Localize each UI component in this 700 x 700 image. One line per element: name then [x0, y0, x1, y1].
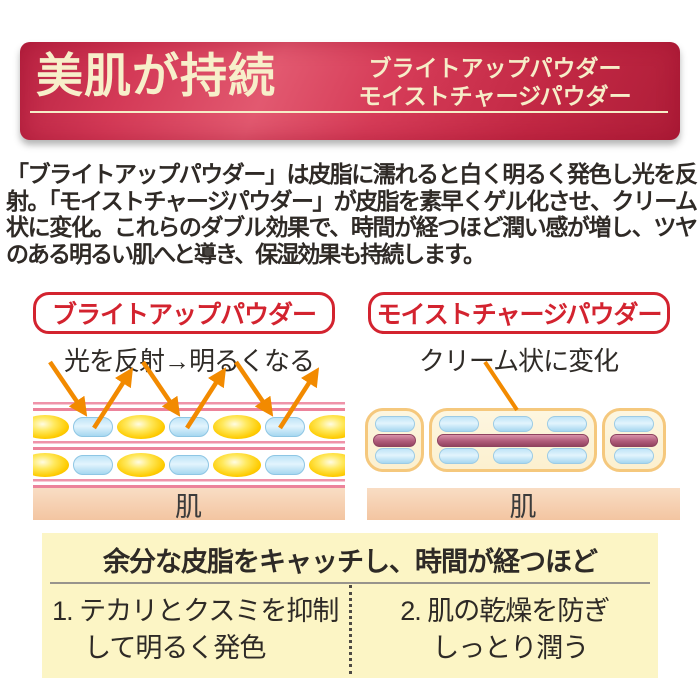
- banner-product-names: ブライトアップパウダー モイストチャージパウダー: [320, 55, 670, 111]
- moist-powder-particle-icon: [547, 416, 587, 432]
- right-diagram-caption: クリーム状に変化: [418, 346, 619, 376]
- moist-powder-particle-icon: [614, 448, 654, 464]
- bright-powder-particle-icon: [73, 455, 113, 475]
- sebum-particle-icon: [213, 415, 261, 439]
- sebum-particle-icon: [117, 415, 165, 439]
- sebum-particle-icon: [33, 453, 69, 477]
- left-diagram-caption: 光を反射→明るくなる: [63, 346, 315, 376]
- bright-up-powder-label: ブライトアップパウダー: [33, 292, 335, 334]
- summary-heading: 余分な皮脂をキャッチし、時間が経つほど: [103, 547, 598, 577]
- powder-row-top: [33, 414, 345, 440]
- banner-underline: [30, 111, 668, 113]
- summary-point-2: 2. 肌の乾燥を防ぎ しっとり潤う: [348, 585, 659, 674]
- skin-label: 肌: [509, 491, 538, 521]
- point1-line2: して明るく発色: [84, 632, 266, 663]
- gel-capsule: [429, 408, 597, 472]
- summary-columns: 1. テカリとクスミを抑制 して明るく発色 2. 肌の乾燥を防ぎ しっとり潤う: [42, 585, 658, 674]
- right-skin-diagram: 肌: [365, 400, 680, 520]
- gel-capsule: [365, 408, 424, 472]
- sebum-particle-icon: [309, 453, 345, 477]
- skin-stripe-layer: [33, 402, 345, 411]
- moist-powder-particle-icon: [439, 448, 479, 464]
- moist-powder-particle-icon: [493, 416, 533, 432]
- moist-powder-particle-icon: [374, 448, 415, 464]
- gel-capsule: [602, 408, 666, 472]
- banner-product-line2: モイストチャージパウダー: [358, 84, 632, 109]
- pointer-line-icon: [483, 360, 519, 412]
- moist-powder-particle-icon: [614, 416, 654, 432]
- left-skin-diagram: 肌: [33, 400, 345, 520]
- highlight-banner: 美肌が持続 ブライトアップパウダー モイストチャージパウダー: [20, 42, 680, 140]
- point2-line1: 2. 肌の乾燥を防ぎ: [400, 595, 610, 626]
- sebum-particle-icon: [117, 453, 165, 477]
- skin-stripe-layer: [33, 441, 345, 450]
- skin-label: 肌: [175, 491, 203, 521]
- moist-powder-particle-icon: [493, 448, 533, 464]
- gelled-sebum-bar: [437, 433, 589, 447]
- skin-layer: 肌: [367, 488, 680, 520]
- moist-powder-particle-icon: [547, 448, 587, 464]
- moist-charge-powder-label: モイストチャージパウダー: [368, 292, 670, 334]
- summary-divider: [50, 582, 650, 584]
- skin-layer: 肌: [33, 488, 345, 520]
- gelled-sebum-bar: [373, 433, 416, 447]
- light-reflection-arrows-icon: [48, 360, 320, 430]
- intro-paragraph: 「ブライトアップパウダー」は皮脂に濡れると白く明るく発色し光を反射。「モイストチ…: [6, 162, 698, 267]
- sebum-particle-icon: [309, 415, 345, 439]
- powder-row-bottom: [33, 452, 345, 478]
- gelled-sebum-bar: [610, 433, 658, 447]
- moist-powder-particle-icon: [374, 416, 415, 432]
- bright-up-powder-label-text: ブライトアップパウダー: [51, 301, 317, 329]
- skin-stripe-layer: [33, 479, 345, 488]
- point1-line1: 1. テカリとクスミを抑制: [52, 595, 339, 626]
- sebum-particle-icon: [213, 453, 261, 477]
- bright-powder-particle-icon: [169, 455, 209, 475]
- summary-box: 余分な皮脂をキャッチし、時間が経つほど 1. テカリとクスミを抑制 して明るく発…: [42, 533, 658, 678]
- banner-product-line1: ブライトアップパウダー: [368, 56, 622, 81]
- summary-point-1: 1. テカリとクスミを抑制 して明るく発色: [42, 585, 349, 674]
- moist-powder-particle-icon: [439, 416, 479, 432]
- banner-title: 美肌が持続: [36, 51, 276, 103]
- moist-charge-powder-label-text: モイストチャージパウダー: [376, 301, 662, 329]
- bright-powder-particle-icon: [265, 455, 305, 475]
- point2-line2: しっとり潤う: [432, 632, 589, 663]
